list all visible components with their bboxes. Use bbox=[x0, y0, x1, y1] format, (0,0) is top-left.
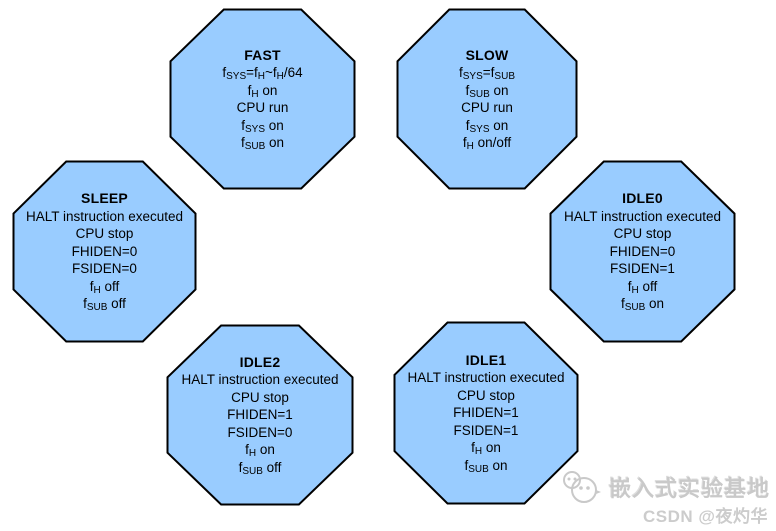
mode-line: fSYS on bbox=[241, 117, 284, 135]
mode-title: IDLE0 bbox=[622, 190, 663, 207]
octagon-polygon bbox=[12, 160, 197, 343]
octagon-shape bbox=[393, 321, 579, 505]
chick-logo-icon bbox=[562, 471, 601, 503]
watermark-row: 嵌入式实验基地 bbox=[559, 468, 770, 506]
mode-line: fSUB on bbox=[465, 82, 509, 100]
mode-line: fSUB off bbox=[83, 296, 126, 314]
mode-line: FSIDEN=1 bbox=[453, 422, 519, 438]
mode-line: fH on bbox=[245, 442, 275, 460]
watermark-credit-text: CSDN @夜灼华 bbox=[643, 507, 768, 526]
octagon-polygon bbox=[169, 8, 356, 190]
mode-line: FHIDEN=1 bbox=[453, 405, 519, 421]
mode-line: fSUB off bbox=[238, 459, 282, 477]
mode-line: FSIDEN=0 bbox=[72, 261, 137, 277]
mode-line: FHIDEN=0 bbox=[609, 243, 676, 259]
octagon-polygon bbox=[396, 8, 578, 190]
mode-line: FSIDEN=1 bbox=[610, 261, 675, 277]
mode-line: HALT instruction executed bbox=[563, 208, 722, 224]
octagon-polygon bbox=[549, 160, 736, 343]
mode-line: FHIDEN=0 bbox=[71, 243, 138, 259]
mode-title: IDLE2 bbox=[239, 353, 281, 370]
mode-line: fSYS=fH~fH/64 bbox=[222, 65, 303, 82]
mode-line: FHIDEN=1 bbox=[227, 407, 293, 423]
mode-line: CPU run bbox=[236, 100, 289, 115]
mode-line: CPU stop bbox=[613, 226, 672, 242]
mode-line: fH off bbox=[89, 278, 120, 296]
mode-line: HALT instruction executed bbox=[181, 372, 339, 388]
mode-line: CPU stop bbox=[75, 226, 134, 242]
octagon-shape bbox=[166, 324, 354, 506]
octagon-shape bbox=[12, 160, 197, 343]
octagon-shape bbox=[549, 160, 736, 343]
watermark: 嵌入式实验基地 CSDN @夜灼华 bbox=[559, 468, 770, 527]
octagon-shape bbox=[396, 8, 578, 190]
mode-title: FAST bbox=[244, 46, 281, 63]
mode-line: fSUB on bbox=[240, 135, 285, 152]
mode-line: fSUB on bbox=[620, 296, 665, 314]
mode-line: fH off bbox=[627, 278, 658, 296]
mode-title: SLEEP bbox=[81, 190, 128, 207]
mode-line: HALT instruction executed bbox=[407, 370, 565, 386]
mode-title: IDLE1 bbox=[465, 351, 507, 368]
octagon-polygon bbox=[166, 324, 354, 506]
watermark-brand-text: 嵌入式实验基地 bbox=[608, 476, 770, 501]
mode-line: FSIDEN=0 bbox=[227, 424, 293, 440]
mode-line: fSUB on bbox=[464, 457, 508, 475]
mode-line: CPU run bbox=[461, 100, 513, 115]
octagon-shape bbox=[169, 8, 356, 190]
mode-line: fH on bbox=[471, 440, 501, 458]
mode-line: fH on/off bbox=[462, 135, 512, 152]
octagon-polygon bbox=[393, 321, 579, 505]
mode-line: fSYS on bbox=[465, 117, 509, 135]
mode-line: CPU stop bbox=[231, 389, 289, 405]
mode-line: fH on bbox=[247, 82, 278, 100]
mode-line: HALT instruction executed bbox=[25, 208, 184, 224]
mode-line: CPU stop bbox=[457, 387, 515, 403]
mode-line: fSYS=fSUB bbox=[459, 65, 515, 82]
mode-title: SLOW bbox=[465, 46, 509, 63]
